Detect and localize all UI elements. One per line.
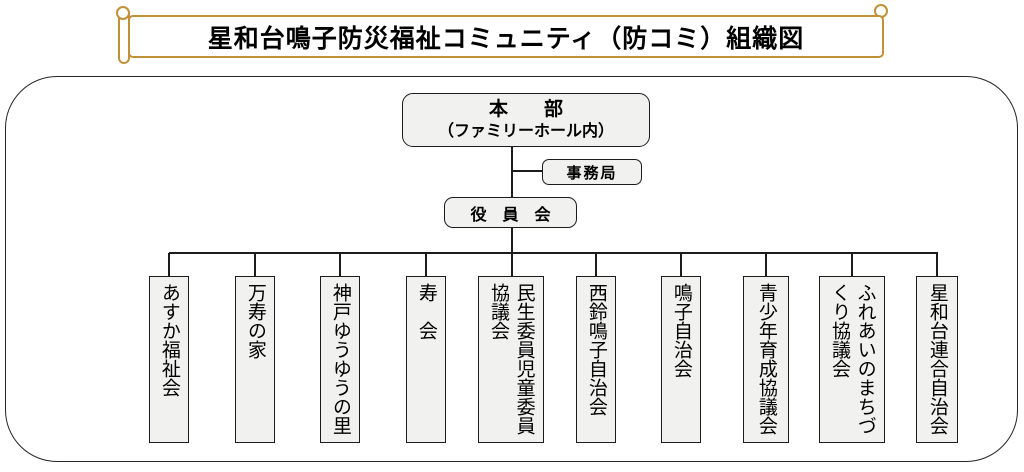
secretariat-label: 事務局 xyxy=(566,164,618,182)
member-label: 寿 会 xyxy=(415,283,437,340)
connector-drop-3 xyxy=(339,253,341,276)
connector-drop-9 xyxy=(851,253,853,276)
org-node-member-10: 星和台連合自治会 xyxy=(916,276,958,443)
org-node-member-5: 民生委員児童委員協議会 xyxy=(478,276,544,443)
connector-to-secretariat xyxy=(512,170,542,172)
board-label: 役 員 会 xyxy=(470,206,551,224)
connector-drop-1 xyxy=(168,253,170,276)
connector-drop-6 xyxy=(595,253,597,276)
org-node-member-8: 青少年育成協議会 xyxy=(743,276,789,443)
member-label: 西鈴鳴子自治会 xyxy=(585,283,607,416)
headquarters-label: 本 部 xyxy=(488,99,572,120)
member-label: ふれあいのまちづくり協議会 xyxy=(829,283,876,435)
member-label: あすか福祉会 xyxy=(158,283,180,397)
org-node-member-7: 鳴子自治会 xyxy=(661,276,701,443)
connector-horizontal-rail xyxy=(169,252,938,254)
page-title: 星和台鳴子防災福祉コミュニティ（防コミ）組織図 xyxy=(207,24,805,53)
member-label: 青少年育成協議会 xyxy=(755,283,777,435)
member-label: 鳴子自治会 xyxy=(670,283,692,378)
connector-drop-5 xyxy=(510,253,513,276)
headquarters-sublabel: （ファミリーホール内） xyxy=(437,122,614,140)
org-node-member-4: 寿 会 xyxy=(406,276,446,443)
title-banner: 星和台鳴子防災福祉コミュニティ（防コミ）組織図 xyxy=(128,15,884,58)
connector-drop-7 xyxy=(680,253,682,276)
member-label: 星和台連合自治会 xyxy=(926,283,948,435)
org-node-headquarters: 本 部 （ファミリーホール内） xyxy=(402,93,650,147)
org-node-member-2: 万寿の家 xyxy=(235,276,275,443)
org-node-member-1: あすか福祉会 xyxy=(149,276,189,443)
connector-drop-8 xyxy=(765,253,767,276)
member-label: 民生委員児童委員協議会 xyxy=(488,283,535,435)
member-label: 神戸ゆうゆうの里 xyxy=(329,283,351,435)
org-node-member-3: 神戸ゆうゆうの里 xyxy=(320,276,360,443)
member-label: 万寿の家 xyxy=(244,283,266,359)
connector-drop-4 xyxy=(425,253,427,276)
org-node-member-6: 西鈴鳴子自治会 xyxy=(576,276,616,443)
org-node-secretariat: 事務局 xyxy=(542,159,642,185)
connector-hq-to-board xyxy=(510,147,513,197)
org-node-board: 役 員 会 xyxy=(444,197,577,228)
connector-board-to-rail xyxy=(510,228,513,254)
banner-left-curl xyxy=(116,6,130,20)
org-node-member-9: ふれあいのまちづくり協議会 xyxy=(819,276,885,443)
connector-drop-10 xyxy=(936,253,938,276)
connector-drop-2 xyxy=(254,253,256,276)
